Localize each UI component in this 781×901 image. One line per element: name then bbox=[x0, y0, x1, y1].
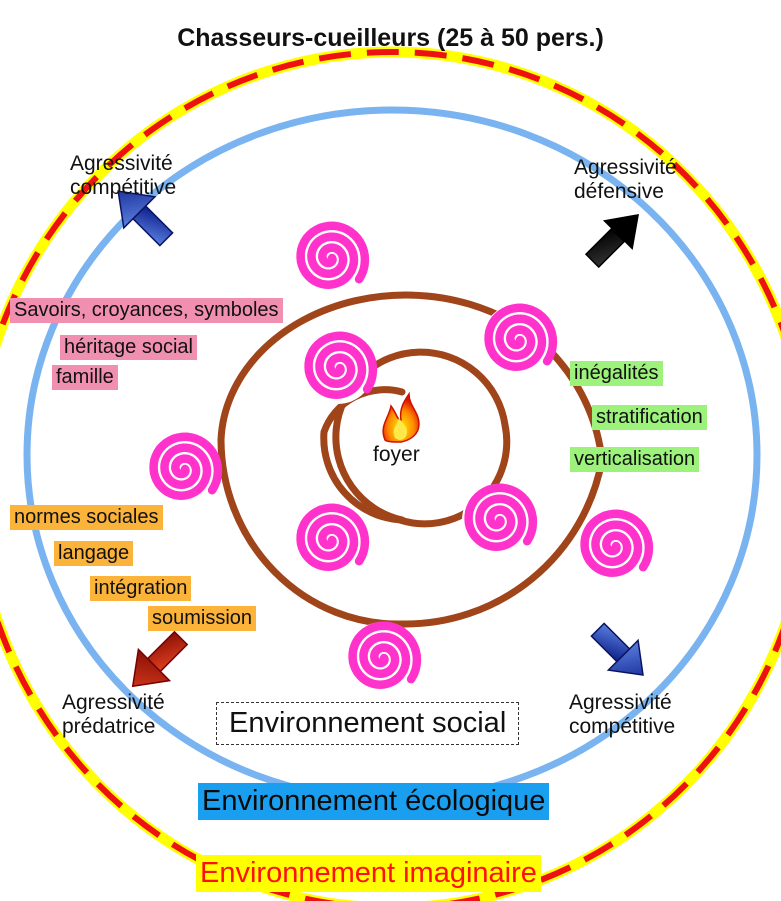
aggressivity-bottom-right-line2: compétitive bbox=[569, 715, 676, 739]
orange-tag-norms: normes sociales bbox=[10, 505, 163, 530]
aggressivity-top-right: Agressivité défensive bbox=[574, 156, 677, 204]
green-tag-verticalisation: verticalisation bbox=[570, 447, 700, 472]
swirl-icon bbox=[580, 509, 654, 577]
pink-tag-heritage: héritage social bbox=[60, 335, 197, 360]
imaginary-ring-red-dashed bbox=[0, 49, 781, 901]
aggressivity-top-left-line2: compétitive bbox=[70, 176, 177, 200]
swirl-icon bbox=[149, 432, 223, 500]
green-tag-stratification: stratification bbox=[592, 405, 707, 430]
aggressivity-bottom-left-line2: prédatrice bbox=[62, 715, 156, 739]
env-ecological-label: Environnement écologique bbox=[198, 783, 550, 821]
swirl-icon bbox=[484, 303, 558, 371]
swirl-icon bbox=[304, 331, 378, 399]
swirl-icon bbox=[464, 483, 538, 551]
aggressivity-bottom-left: Agressivité prédatrice bbox=[62, 691, 165, 739]
fire-icon bbox=[382, 391, 420, 443]
arrow-icon-bottom-right bbox=[590, 622, 644, 676]
orange-tag-language: langage bbox=[54, 541, 134, 566]
swirl-icon bbox=[296, 503, 370, 571]
arrow-icon-top-right bbox=[584, 213, 640, 269]
pink-tag-knowledge: Savoirs, croyances, symboles bbox=[10, 298, 283, 323]
env-imaginary-label: Environnement imaginaire bbox=[196, 855, 541, 893]
diagram-title: Chasseurs-cueilleurs (25 à 50 pers.) bbox=[177, 24, 604, 52]
swirl-icon bbox=[348, 621, 422, 689]
arrow-icon-top-left bbox=[117, 190, 174, 247]
swirl-group bbox=[147, 221, 654, 694]
swirl-icon bbox=[296, 221, 370, 289]
orange-tag-integration: intégration bbox=[90, 576, 192, 601]
aggressivity-bottom-right-line1: Agressivité bbox=[569, 691, 672, 714]
aggressivity-top-left-line1: Agressivité bbox=[70, 152, 173, 175]
aggressivity-top-right-line2: défensive bbox=[574, 180, 664, 204]
arrow-icon-bottom-left bbox=[131, 630, 189, 688]
env-social-label: Environnement social bbox=[216, 702, 520, 746]
green-tag-inequality: inégalités bbox=[570, 361, 663, 386]
center-label-foyer: foyer bbox=[373, 443, 420, 466]
aggressivity-top-left: Agressivité compétitive bbox=[70, 152, 176, 200]
aggressivity-top-right-line1: Agressivité bbox=[574, 156, 677, 179]
orange-tag-submission: soumission bbox=[148, 606, 257, 631]
aggressivity-bottom-right: Agressivité compétitive bbox=[569, 691, 675, 739]
pink-tag-family: famille bbox=[52, 365, 118, 390]
aggressivity-bottom-left-line1: Agressivité bbox=[62, 691, 165, 714]
